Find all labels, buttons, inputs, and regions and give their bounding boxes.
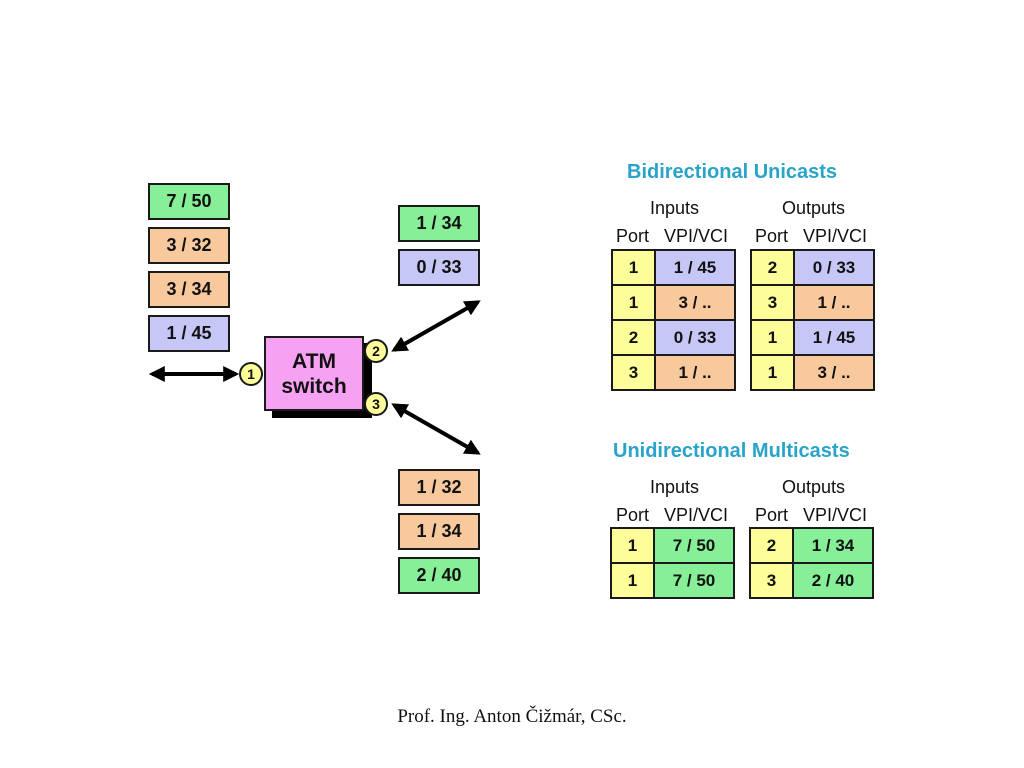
cell-box: 3 / 34 — [148, 271, 230, 308]
switch-label-line1: ATM — [292, 349, 336, 373]
multicast-inputs-label: Inputs — [649, 477, 700, 497]
cell-box: 1 / 34 — [398, 513, 480, 550]
port-cell: 3 — [611, 354, 656, 391]
port-cell: 1 — [610, 562, 655, 599]
unicast-outputs-label: Outputs — [781, 198, 846, 218]
unicast-inputs-port-header: Port — [615, 226, 649, 246]
port-cell: 1 — [750, 354, 795, 391]
cell-box: 3 / 32 — [148, 227, 230, 264]
port-cell: 1 — [610, 527, 655, 564]
port-2-badge: 2 — [364, 339, 388, 363]
vpivci-cell: 7 / 50 — [653, 527, 735, 564]
cell-box: 1 / 45 — [148, 315, 230, 352]
port-1-badge: 1 — [239, 362, 263, 386]
vpivci-cell: 1 / 34 — [792, 527, 874, 564]
unicast-outputs-vpivci-header: VPI/VCI — [802, 226, 868, 246]
multicast-outputs-vpivci-header: VPI/VCI — [802, 505, 868, 525]
vpivci-cell: 1 / 45 — [654, 249, 736, 286]
multicast-outputs-port-header: Port — [754, 505, 788, 525]
vpivci-cell: 1 / .. — [793, 284, 875, 321]
vpivci-cell: 3 / .. — [793, 354, 875, 391]
port-cell: 1 — [611, 284, 656, 321]
multicast-outputs-label: Outputs — [781, 477, 846, 497]
vpivci-cell: 1 / .. — [654, 354, 736, 391]
unicast-outputs-port-header: Port — [754, 226, 788, 246]
unicast-title: Bidirectional Unicasts — [627, 161, 838, 183]
port-cell: 2 — [611, 319, 656, 356]
cell-box: 1 / 34 — [398, 205, 480, 242]
port-cell: 3 — [750, 284, 795, 321]
cell-box: 7 / 50 — [148, 183, 230, 220]
vpivci-cell: 7 / 50 — [653, 562, 735, 599]
cell-box: 1 / 32 — [398, 469, 480, 506]
port-cell: 2 — [749, 527, 794, 564]
vpivci-cell: 1 / 45 — [793, 319, 875, 356]
port-cell: 3 — [749, 562, 794, 599]
port-cell: 2 — [750, 249, 795, 286]
multicast-inputs-port-header: Port — [615, 505, 649, 525]
switch-label-line2: switch — [281, 374, 347, 398]
unicast-inputs-vpivci-header: VPI/VCI — [663, 226, 729, 246]
port-3-badge: 3 — [364, 392, 388, 416]
unicast-inputs-label: Inputs — [649, 198, 700, 218]
cell-box: 0 / 33 — [398, 249, 480, 286]
port-cell: 1 — [750, 319, 795, 356]
multicast-inputs-vpivci-header: VPI/VCI — [663, 505, 729, 525]
atm-switch: ATM switch — [264, 336, 364, 411]
vpivci-cell: 2 / 40 — [792, 562, 874, 599]
port-3-link-arrow — [391, 403, 481, 455]
port-cell: 1 — [611, 249, 656, 286]
vpivci-cell: 3 / .. — [654, 284, 736, 321]
vpivci-cell: 0 / 33 — [654, 319, 736, 356]
author-footer: Prof. Ing. Anton Čižmár, CSc. — [397, 706, 627, 727]
cell-box: 2 / 40 — [398, 557, 480, 594]
multicast-title: Unidirectional Multicasts — [613, 440, 850, 462]
port-2-link-arrow — [391, 300, 481, 352]
vpivci-cell: 0 / 33 — [793, 249, 875, 286]
